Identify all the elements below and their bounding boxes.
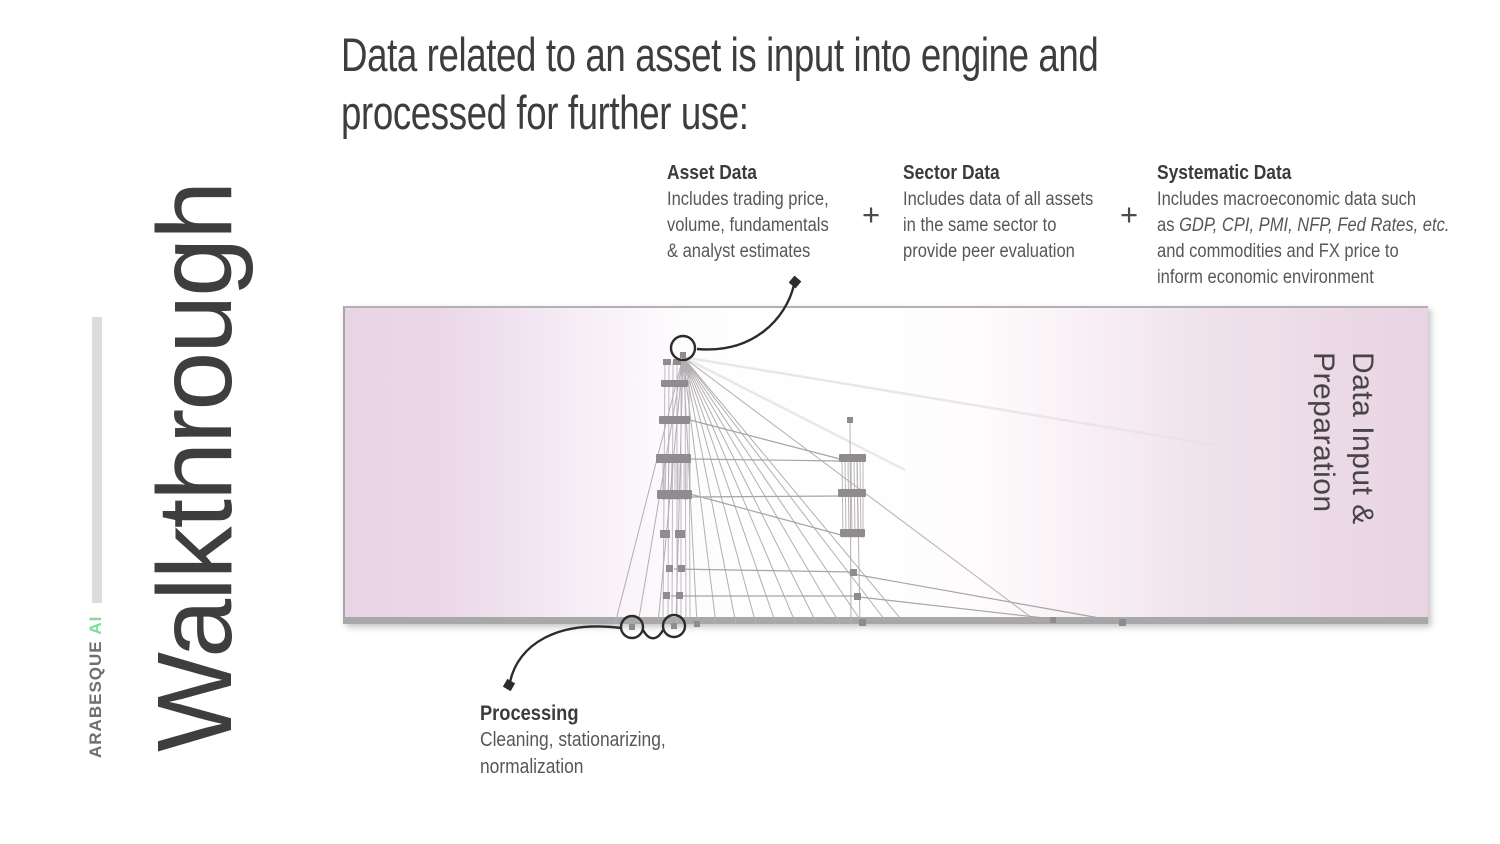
brand-name: ARABESQUE xyxy=(86,640,105,758)
page-title-line2: processed for further use: xyxy=(341,86,749,139)
processing-title: Processing xyxy=(480,702,579,725)
annotation-arrow-processing xyxy=(508,625,622,683)
page-title-line1: Data related to an asset is input into e… xyxy=(341,28,1099,81)
asset-data-title: Asset Data xyxy=(667,162,757,184)
annotation-arrow-input-tail xyxy=(788,275,802,289)
page-title: Data related to an asset is input into e… xyxy=(341,26,1238,142)
banner-label: Data Input & Preparation xyxy=(1304,352,1382,602)
banner-label-line2: Preparation xyxy=(1307,352,1340,513)
brand-suffix: AI xyxy=(86,615,105,635)
plus-sign-1: + xyxy=(862,197,881,232)
sector-data-column: Sector Data Includes data of all assets … xyxy=(903,160,1153,265)
annotation-wave xyxy=(641,629,665,640)
systematic-data-column: Systematic Data Includes macroeconomic d… xyxy=(1157,160,1500,291)
systematic-data-title: Systematic Data xyxy=(1157,162,1292,184)
banner-label-line1: Data Input & xyxy=(1346,352,1379,525)
data-input-banner xyxy=(343,306,1428,624)
section-progress-bar xyxy=(92,317,102,603)
section-title: Walkthrough xyxy=(136,182,254,752)
asset-data-column: Asset Data Includes trading price, volum… xyxy=(667,160,897,265)
processing-note: Processing Cleaning, stationarizing, nor… xyxy=(480,700,740,781)
annotation-arrow-processing-head xyxy=(502,678,516,692)
sector-data-title: Sector Data xyxy=(903,162,1000,184)
brand-logo: ARABESQUE AI xyxy=(86,608,106,758)
plus-sign-2: + xyxy=(1120,197,1139,232)
